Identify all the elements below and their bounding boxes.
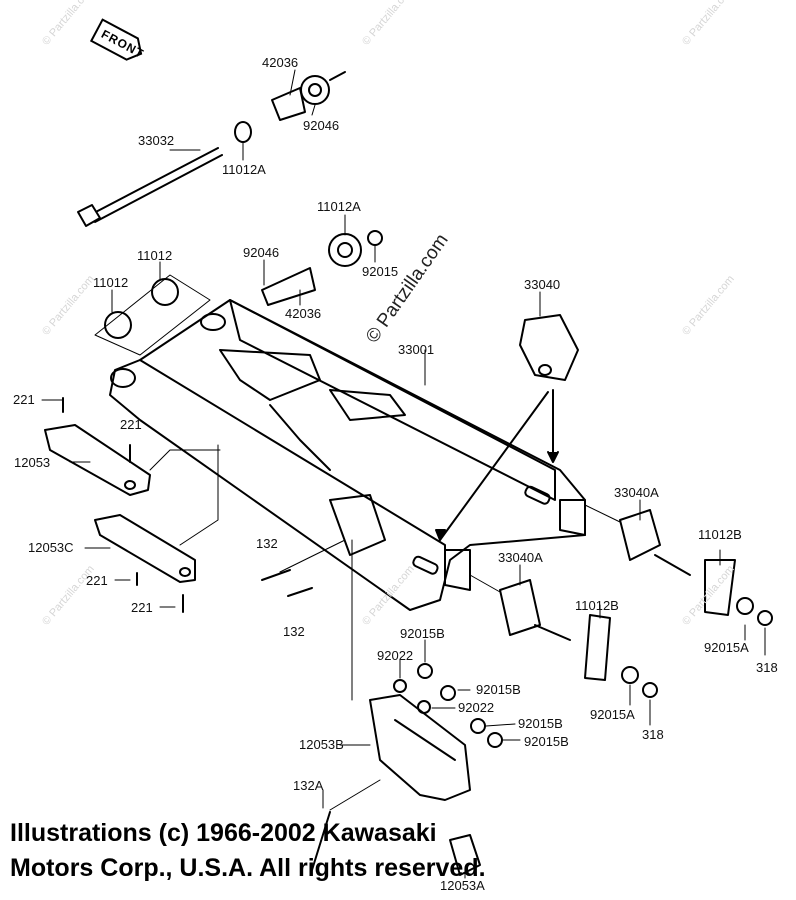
- part-label: 132: [256, 536, 278, 551]
- part-label: 11012B: [575, 598, 619, 613]
- part-label: 132A: [293, 778, 324, 793]
- part-label: 221: [131, 600, 153, 615]
- leader-lines: [41, 69, 766, 879]
- part-label: 11012: [137, 248, 173, 263]
- part-label: 33001: [398, 342, 435, 357]
- copyright-line-2: Motors Corp., U.S.A. All rights reserved…: [10, 854, 486, 882]
- copyright-line-1: Illustrations (c) 1966-2002 Kawasaki: [10, 819, 437, 847]
- part-label: 221: [13, 392, 35, 407]
- part-label: 92015B: [524, 734, 569, 749]
- bracket-33040: [435, 314, 579, 541]
- part-label: 92046: [303, 118, 340, 133]
- part-label: 221: [86, 573, 108, 588]
- part-label: 42036: [285, 306, 322, 321]
- part-label: 42036: [262, 55, 299, 70]
- part-label: 33040A: [498, 550, 543, 565]
- part-label: 11012B: [698, 527, 742, 542]
- chain-adjuster-middle: [469, 574, 658, 698]
- part-label: 12053B: [299, 737, 344, 752]
- bolts-132: [261, 539, 346, 871]
- part-label: 11012A: [222, 162, 266, 177]
- front-arrow-tag: FRONT: [86, 12, 152, 73]
- guards-12053: [44, 397, 221, 613]
- part-label: 33040A: [614, 485, 659, 500]
- part-label: 92022: [377, 648, 414, 663]
- part-label: 33040: [524, 277, 561, 292]
- part-label: 92022: [458, 700, 495, 715]
- part-label: 221: [120, 417, 142, 432]
- part-label: 12053C: [28, 540, 74, 555]
- swingarm-33001: [109, 299, 586, 611]
- part-label: 11012A: [317, 199, 361, 214]
- part-label: 92015B: [400, 626, 445, 641]
- part-label: 92015A: [590, 707, 635, 722]
- part-label: 92046: [243, 245, 280, 260]
- chain-guide-12053B: [329, 539, 503, 876]
- axle-33032: [77, 147, 223, 227]
- part-label: 92015: [362, 264, 399, 279]
- part-label: 12053A: [440, 878, 485, 893]
- part-label: 92015B: [476, 682, 521, 697]
- part-label: 318: [642, 727, 664, 742]
- part-label: 92015B: [518, 716, 563, 731]
- part-label: 132: [283, 624, 305, 639]
- part-label: 33032: [138, 133, 175, 148]
- chain-adjuster-right: [584, 504, 773, 626]
- part-label: 318: [756, 660, 778, 675]
- bushings-top: [94, 71, 383, 356]
- part-label: 11012: [93, 275, 129, 290]
- part-label: 92015A: [704, 640, 749, 655]
- part-label: 12053: [14, 455, 51, 470]
